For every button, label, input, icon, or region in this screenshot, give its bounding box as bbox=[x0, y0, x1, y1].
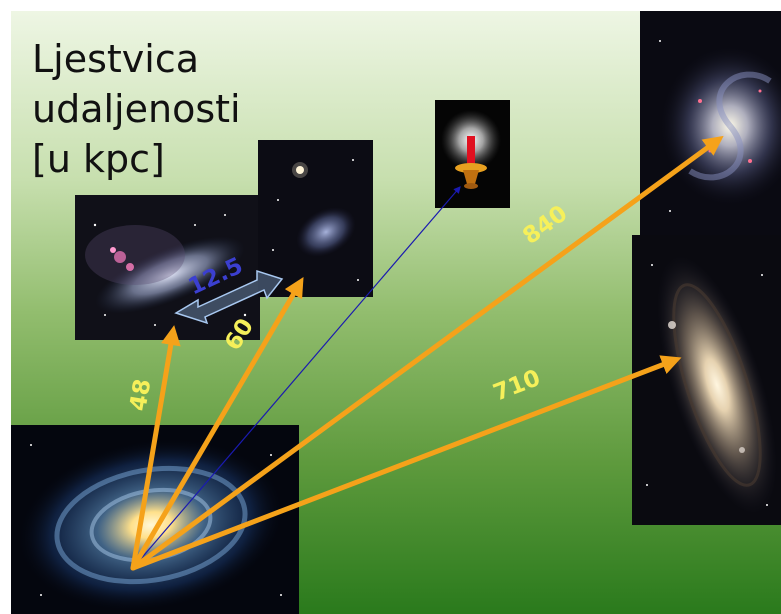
milky-way-galaxy-image bbox=[11, 425, 299, 614]
candle-arrow bbox=[132, 186, 461, 569]
title-line-3: [u kpc] bbox=[32, 137, 165, 181]
triangulum-distance-label: 840 bbox=[518, 201, 572, 250]
andromeda-arrow bbox=[130, 355, 682, 571]
lmc-distance-label: 48 bbox=[125, 377, 156, 413]
andromeda-distance-label: 710 bbox=[490, 365, 544, 406]
smc-distance-label: 60 bbox=[220, 314, 259, 355]
title-line-2: udaljenosti bbox=[32, 87, 241, 131]
small-magellanic-cloud-image bbox=[258, 140, 373, 297]
lmc-arrow bbox=[130, 325, 181, 571]
slide-title: Ljestvica udaljenosti [u kpc] bbox=[32, 34, 241, 184]
large-magellanic-cloud-image bbox=[75, 195, 260, 340]
smc-arrow bbox=[130, 276, 304, 571]
andromeda-galaxy-image bbox=[632, 235, 781, 525]
triangulum-galaxy-image bbox=[640, 11, 781, 236]
title-line-1: Ljestvica bbox=[32, 37, 200, 81]
triangulum-arrow bbox=[130, 135, 724, 571]
clouds-gap-arrow bbox=[174, 269, 284, 325]
standard-candle-image bbox=[435, 100, 510, 208]
